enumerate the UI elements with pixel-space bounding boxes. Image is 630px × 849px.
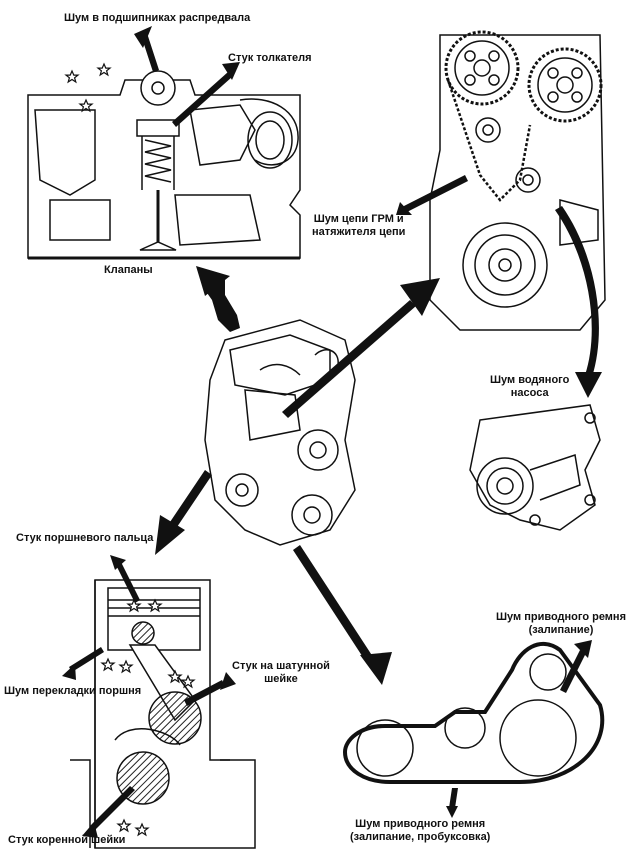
tappet-knock-label: Стук толкателя [228,52,312,64]
piston-pin-knock-label: Стук поршневого пальца [16,532,154,544]
water-pump-noise-label: Шум водяного насоса [490,374,569,400]
timing-chain-illustration [429,30,606,331]
timing-chain-noise-label: Шум цепи ГРМ и натяжителя цепи [312,213,405,239]
pulley-icon [462,222,548,308]
drive-belt-noise-lower-label: Шум приводного ремня (залипание, пробукс… [350,818,490,844]
belt-drive-illustration [342,642,605,784]
crankpin-knock-label: Стук на шатунной шейке [232,660,330,686]
piston-slap-noise-label: Шум перекладки поршня [4,685,142,697]
drive-belt-noise-upper-line-1: Шум приводного ремня [496,611,626,623]
engine-assembly-illustration [204,319,356,546]
water-pump-noise-line-1: Шум водяного [490,374,570,386]
water-pump-illustration [469,404,601,531]
drive-belt-noise-upper-label: Шум приводного ремня (залипание) [496,611,626,637]
camshaft-bearing-noise-label: Шум в подшипниках распредвала [64,12,251,24]
timing-chain-noise-line-2: натяжителя цепи [312,226,406,238]
crankpin-knock-line-2: шейке [264,673,298,685]
pulley-icon [356,653,577,777]
water-pump-noise-line-2: насоса [510,387,549,399]
sprocket-icon [527,47,603,123]
piston-crank-illustration [70,579,256,849]
drive-belt-noise-upper-line-2: (залипание) [528,624,594,636]
cylinder-head-illustration [27,70,301,260]
arrow-icon [62,26,602,838]
main-journal-knock-label: Стук коренной шейки [8,834,126,846]
crankpin-knock-line-1: Стук на шатунной [232,660,330,672]
drive-belt-noise-lower-line-2: (залипание, пробуксовка) [350,831,491,843]
drive-belt-noise-lower-line-1: Шум приводного ремня [355,818,486,830]
sprocket-icon [444,30,520,106]
valves-label: Клапаны [104,264,153,276]
timing-chain-noise-line-1: Шум цепи ГРМ и [313,213,404,225]
